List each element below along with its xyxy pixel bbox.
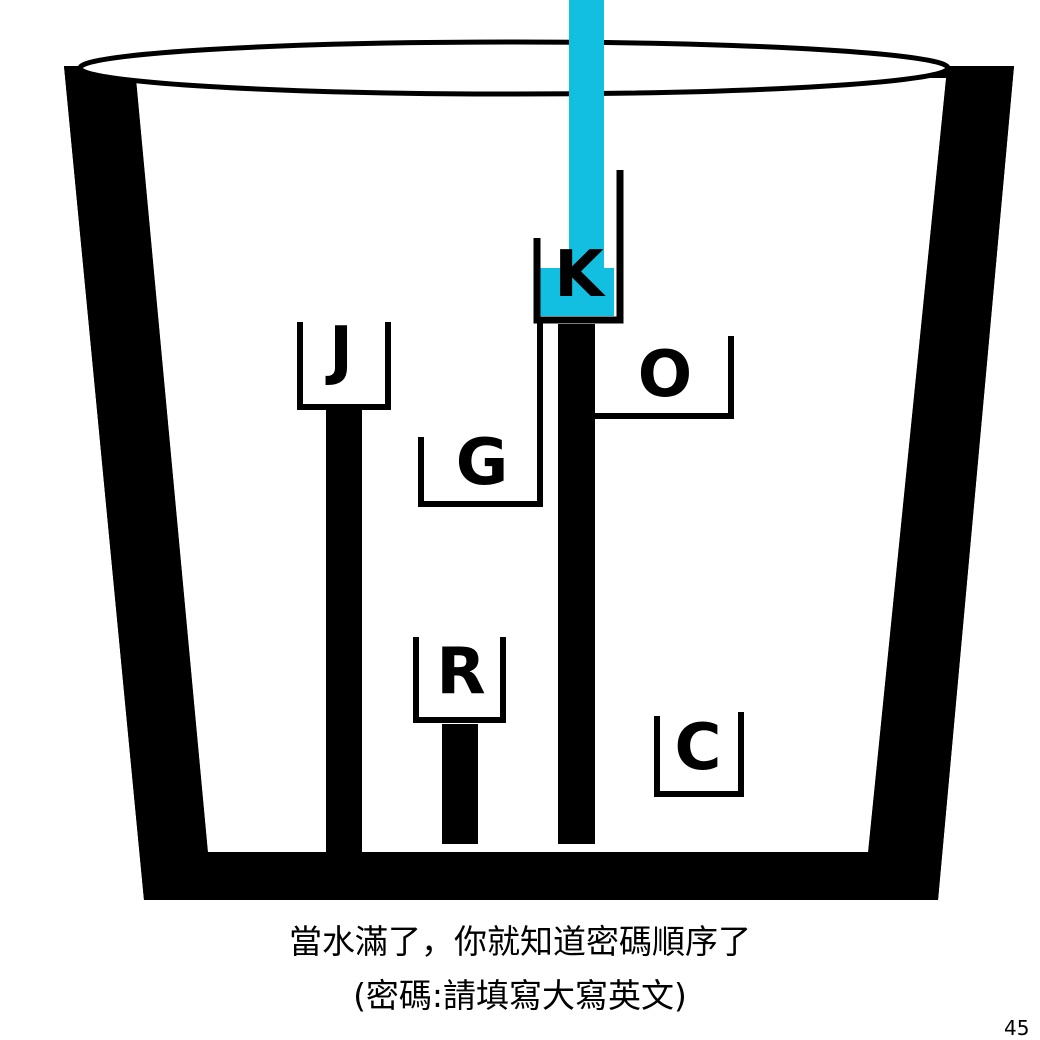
cup-J-outline xyxy=(297,322,391,410)
caption-line-1: 當水滿了，你就知道密碼順序了 xyxy=(289,922,751,961)
cup-K: K xyxy=(533,170,624,324)
cup-C-letter: C xyxy=(675,711,722,785)
cup-G: G xyxy=(418,322,543,507)
cup-K-water xyxy=(538,268,614,316)
cup-K-letter: K xyxy=(554,238,606,312)
cup-J-letter: J xyxy=(325,314,353,388)
cup-G-letter: G xyxy=(456,426,509,500)
page-number: 45 xyxy=(1004,1016,1030,1040)
cup-O-outline xyxy=(595,336,734,419)
cup-G-outline xyxy=(418,322,543,507)
cup-R: R xyxy=(413,635,506,723)
cup-C-outline xyxy=(654,712,744,797)
glass-walls xyxy=(64,66,1014,900)
cup-J: J xyxy=(297,314,391,410)
cup-R-outline xyxy=(413,637,506,723)
cup-O: O xyxy=(595,336,734,419)
cup-R-letter: R xyxy=(436,635,485,709)
caption-line-2: (密碼:請填寫大寫英文) xyxy=(353,976,687,1015)
stand-K xyxy=(558,324,595,844)
cup-C: C xyxy=(654,711,744,797)
stand-J xyxy=(326,410,362,852)
water-stream xyxy=(569,0,604,272)
cup-K-outline xyxy=(533,170,624,324)
stand-R xyxy=(442,724,478,844)
cup-O-letter: O xyxy=(638,338,692,412)
glass-rim xyxy=(77,39,951,97)
